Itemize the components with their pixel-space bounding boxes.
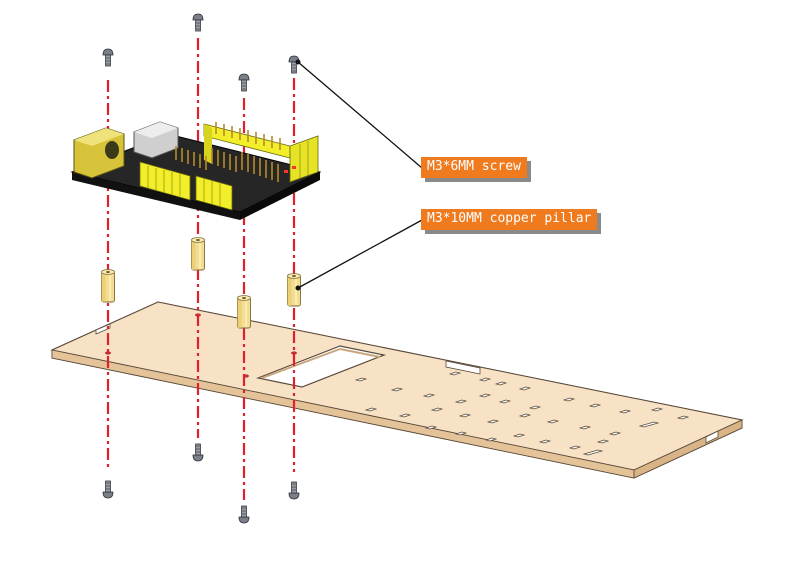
copper-pillar-label: M3*10MM copper pillar: [421, 209, 598, 230]
screw-icon: [238, 505, 250, 524]
copper-pillar-icon: [100, 269, 116, 303]
leader-lines: [297, 61, 423, 289]
bottom-screws: [102, 443, 300, 524]
screw-icon: [238, 73, 250, 92]
copper-pillar-icon: [190, 237, 206, 271]
controller-board: [70, 121, 322, 220]
screw-label: M3*6MM screw: [421, 157, 527, 178]
top-screws: [102, 13, 300, 92]
screw-icon: [102, 480, 114, 499]
wooden-plate: [50, 301, 744, 479]
screw-icon: [102, 48, 114, 67]
screw-icon: [288, 481, 300, 500]
screw-icon: [288, 55, 300, 74]
screw-icon: [192, 13, 204, 32]
copper-pillar-icon: [236, 295, 252, 329]
screw-icon: [192, 443, 204, 462]
